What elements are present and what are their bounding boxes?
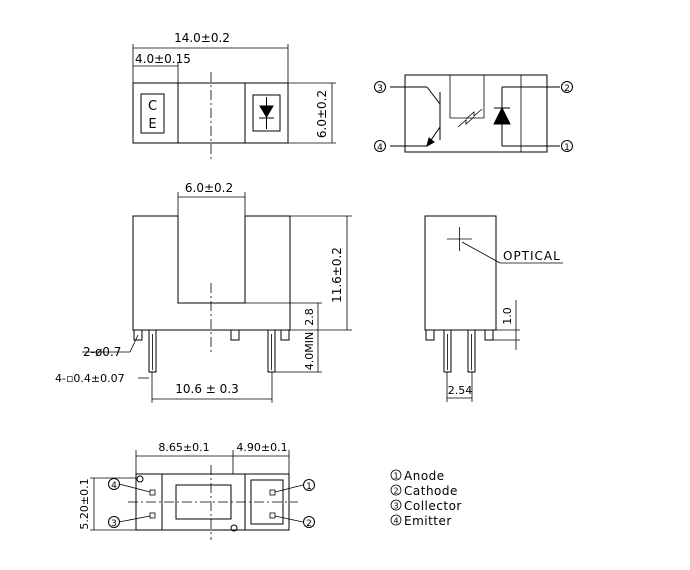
- legend-item: 2 Cathode: [390, 484, 458, 498]
- side-view-body: [424, 215, 497, 331]
- schematic-pin1: 1: [564, 143, 570, 153]
- front-view: 6.0±0.2 11.6±0.2 2.8 4.0MIN 2-ø0.7 4-▫0.…: [55, 181, 352, 403]
- diode-icon: [259, 105, 274, 118]
- side-lead-left: [443, 329, 452, 373]
- schematic-outline: [404, 74, 548, 153]
- dim-pins-round: 2-ø0.7: [83, 345, 121, 359]
- pin-legend: 1 Anode 2 Cathode 3 Collector 4 Emitter: [390, 469, 462, 528]
- dim-pin-spacing: 10.6 ± 0.3: [175, 382, 239, 396]
- svg-text:3: 3: [393, 502, 398, 511]
- dim-bottom-left: 8.65±0.1: [158, 441, 209, 454]
- dim-slot-width: 6.0±0.2: [185, 181, 233, 195]
- svg-text:1: 1: [393, 472, 398, 481]
- bottom-view: 4 3 1 2 8.65±0.1 4.90±0.1 5.20±0.1: [78, 441, 315, 540]
- side-lead-right: [467, 329, 476, 373]
- optical-label: OPTICAL: [503, 249, 561, 263]
- dim-bottom-right: 4.90±0.1: [236, 441, 287, 454]
- lead-left: [148, 329, 157, 373]
- schematic: 3 4 2 1: [374, 74, 573, 153]
- schematic-pin2: 2: [564, 84, 570, 94]
- mark-c: C: [148, 99, 157, 114]
- top-view: C E 14.0±0.2 4.0±0.15 6.0±0.2: [132, 31, 336, 162]
- dim-pitch: 2.54: [448, 384, 473, 397]
- bottom-view-body: [135, 473, 290, 531]
- schematic-pin4: 4: [377, 143, 383, 153]
- bottom-pin4: 4: [111, 481, 117, 491]
- bottom-pin1: 1: [306, 482, 312, 492]
- bottom-pin3: 3: [111, 519, 117, 529]
- dim-height: 6.0±0.2: [315, 90, 329, 138]
- legend-label: Cathode: [404, 484, 458, 498]
- top-view-body: [132, 82, 289, 144]
- legend-item: 4 Emitter: [390, 514, 452, 528]
- dim-offset: 4.0±0.15: [135, 52, 191, 66]
- side-view: OPTICAL 1.0 2.54: [424, 215, 563, 402]
- svg-text:2: 2: [393, 487, 398, 496]
- legend-item: 3 Collector: [390, 499, 462, 513]
- legend-label: Anode: [404, 469, 445, 483]
- legend-item: 1 Anode: [390, 469, 445, 483]
- front-view-body: [132, 215, 291, 331]
- svg-text:4: 4: [393, 517, 398, 526]
- led-icon: [493, 106, 511, 125]
- dim-pins-square: 4-▫0.4±0.07: [55, 372, 125, 385]
- dim-length: 14.0±0.2: [174, 31, 230, 45]
- legend-label: Emitter: [404, 514, 452, 528]
- dim-lead-length: 4.0MIN: [303, 332, 316, 370]
- dim-slot-bottom: 2.8: [303, 308, 316, 326]
- marking-box: [140, 93, 165, 134]
- emitter-window: [252, 94, 281, 132]
- legend-label: Collector: [404, 499, 462, 513]
- mark-e: E: [148, 117, 156, 132]
- schematic-pin3: 3: [377, 84, 383, 94]
- lead-right: [267, 329, 276, 373]
- dim-standoff: 1.0: [501, 307, 514, 325]
- dim-body-height: 11.6±0.2: [330, 247, 344, 303]
- dim-bottom-width: 5.20±0.1: [78, 478, 91, 529]
- bottom-pin2: 2: [306, 519, 312, 529]
